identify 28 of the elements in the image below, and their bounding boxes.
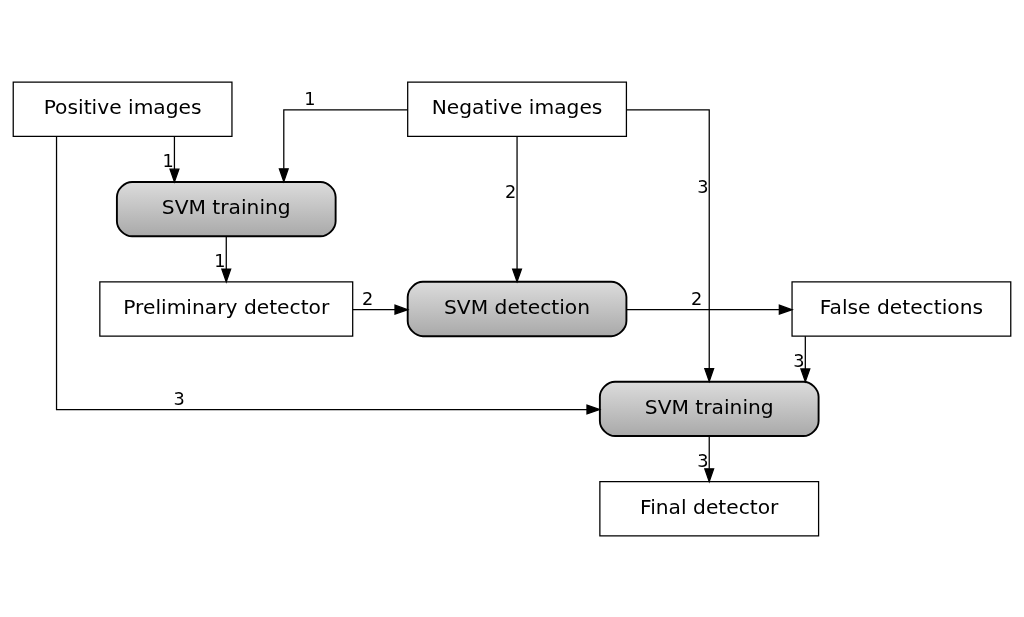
edge-label: 3 bbox=[697, 176, 709, 197]
arrow bbox=[55, 135, 602, 415]
node-box: Positive images bbox=[12, 80, 233, 137]
arrow bbox=[511, 135, 523, 284]
arrow bbox=[220, 235, 232, 284]
edge-label: 1 bbox=[214, 250, 226, 271]
node-box: Negative images bbox=[407, 80, 628, 137]
edge-label: 2 bbox=[691, 288, 703, 309]
arrow bbox=[352, 303, 410, 315]
edge-label: 2 bbox=[362, 288, 374, 309]
edge-label: 2 bbox=[505, 181, 517, 202]
arrow bbox=[626, 303, 794, 315]
edge-label: 3 bbox=[173, 388, 185, 409]
node-box: Final detector bbox=[599, 480, 820, 537]
edge-label: 1 bbox=[162, 150, 174, 171]
arrow bbox=[703, 435, 715, 483]
node-box: SVM detection bbox=[406, 280, 628, 337]
arrow bbox=[278, 108, 409, 183]
node-box: SVM training bbox=[598, 380, 820, 437]
edge-label: 3 bbox=[793, 350, 805, 371]
edge-label: 3 bbox=[697, 450, 709, 471]
node-box: False detections bbox=[791, 280, 1012, 337]
arrow bbox=[800, 335, 811, 384]
arrow bbox=[169, 135, 180, 184]
edge-label: 1 bbox=[304, 88, 316, 109]
node-box: Preliminary detector bbox=[99, 280, 354, 337]
arrow bbox=[626, 108, 715, 383]
node-box: SVM training bbox=[115, 180, 337, 237]
